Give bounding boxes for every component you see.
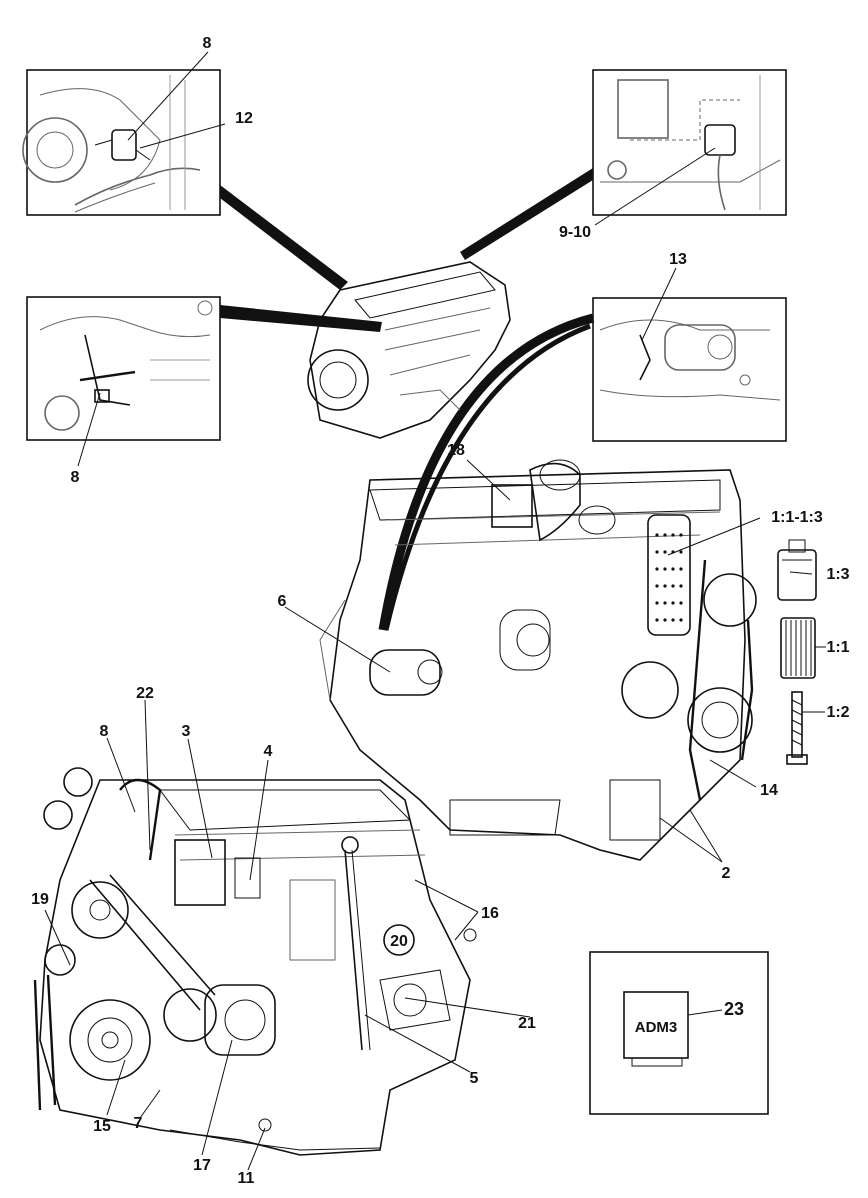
callout-11: 11 — [238, 1170, 255, 1187]
callout-9-10: 9-10 — [559, 224, 591, 241]
callout-14: 14 — [760, 782, 778, 799]
callout-2: 2 — [722, 865, 731, 882]
main-engine-right — [319, 459, 757, 861]
callout-21: 21 — [518, 1015, 536, 1032]
callouts: 8 12 9-10 13 8 18 1:1-1:3 1:3 1:1 1:2 6 … — [31, 35, 850, 1187]
filter-dots — [655, 533, 683, 622]
callout-8-mid: 8 — [71, 469, 80, 486]
callout-8-top: 8 — [203, 35, 212, 52]
module-label: ADM3 — [635, 1019, 678, 1036]
callout-5: 5 — [470, 1070, 479, 1087]
callout-22: 22 — [136, 685, 154, 702]
callout-12: 12 — [235, 110, 253, 127]
callout-13: 13 — [669, 251, 687, 268]
main-engine-left — [33, 767, 477, 1156]
overview-engine — [307, 261, 511, 439]
callout-16: 16 — [481, 905, 499, 922]
callout-20: 20 — [390, 933, 408, 950]
callout-4: 4 — [264, 743, 273, 760]
callout-19: 19 — [31, 891, 49, 908]
inset-starter-sensor — [592, 297, 787, 442]
inset-turbo-sensor — [22, 69, 221, 216]
callout-1-2: 1:2 — [826, 704, 849, 721]
callout-1-1: 1:1 — [826, 639, 849, 656]
inset-cylinder-head-sensor — [592, 69, 787, 216]
callout-7: 7 — [134, 1115, 143, 1132]
callout-20-ring — [383, 924, 415, 956]
connector-wedges — [220, 168, 595, 631]
callout-15: 15 — [93, 1118, 111, 1135]
callout-1-1-1-3: 1:1-1:3 — [771, 509, 823, 526]
callout-3: 3 — [182, 723, 191, 740]
callout-17: 17 — [193, 1157, 211, 1174]
callout-1-3: 1:3 — [826, 566, 849, 583]
callout-6: 6 — [278, 593, 287, 610]
leader-lines — [44, 51, 826, 1171]
callout-18: 18 — [447, 442, 465, 459]
adm3-module-box: ADM3 — [589, 951, 769, 1115]
callout-8-low: 8 — [100, 723, 109, 740]
oil-filter-parts — [777, 539, 817, 765]
inset-oil-filter-sensor — [26, 296, 221, 441]
callout-23: 23 — [724, 999, 744, 1019]
